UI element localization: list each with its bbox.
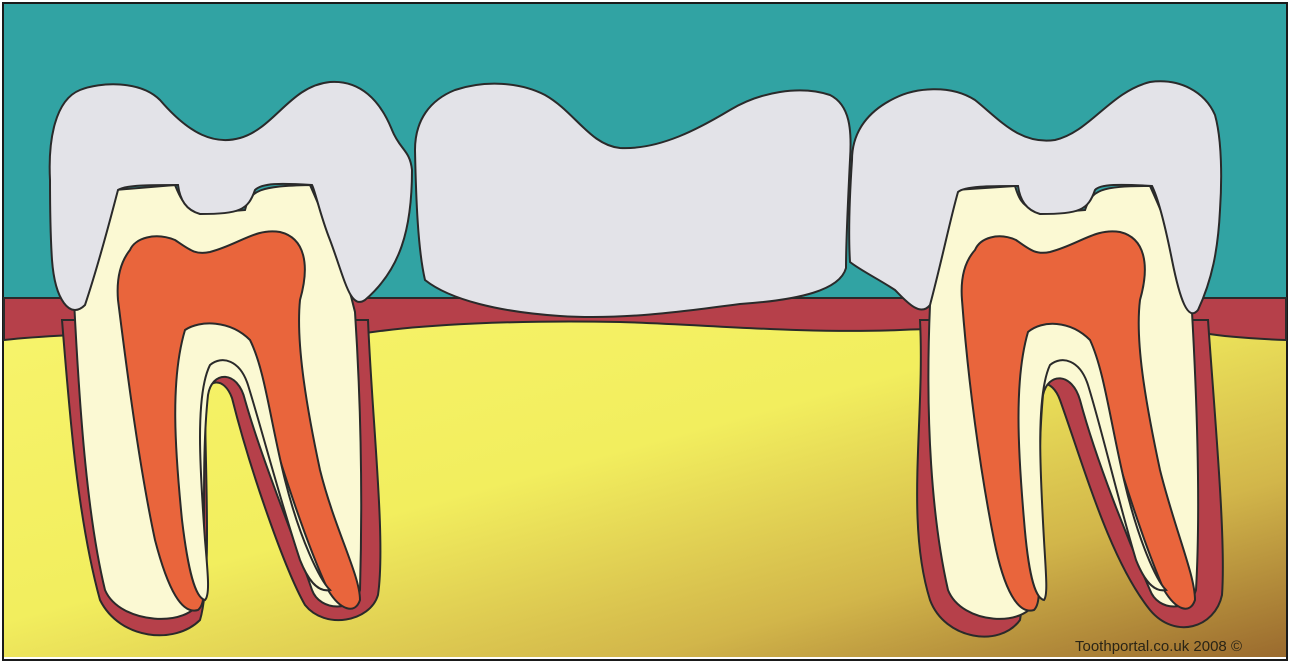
copyright-credit: Toothportal.co.uk 2008 © <box>1075 638 1242 655</box>
